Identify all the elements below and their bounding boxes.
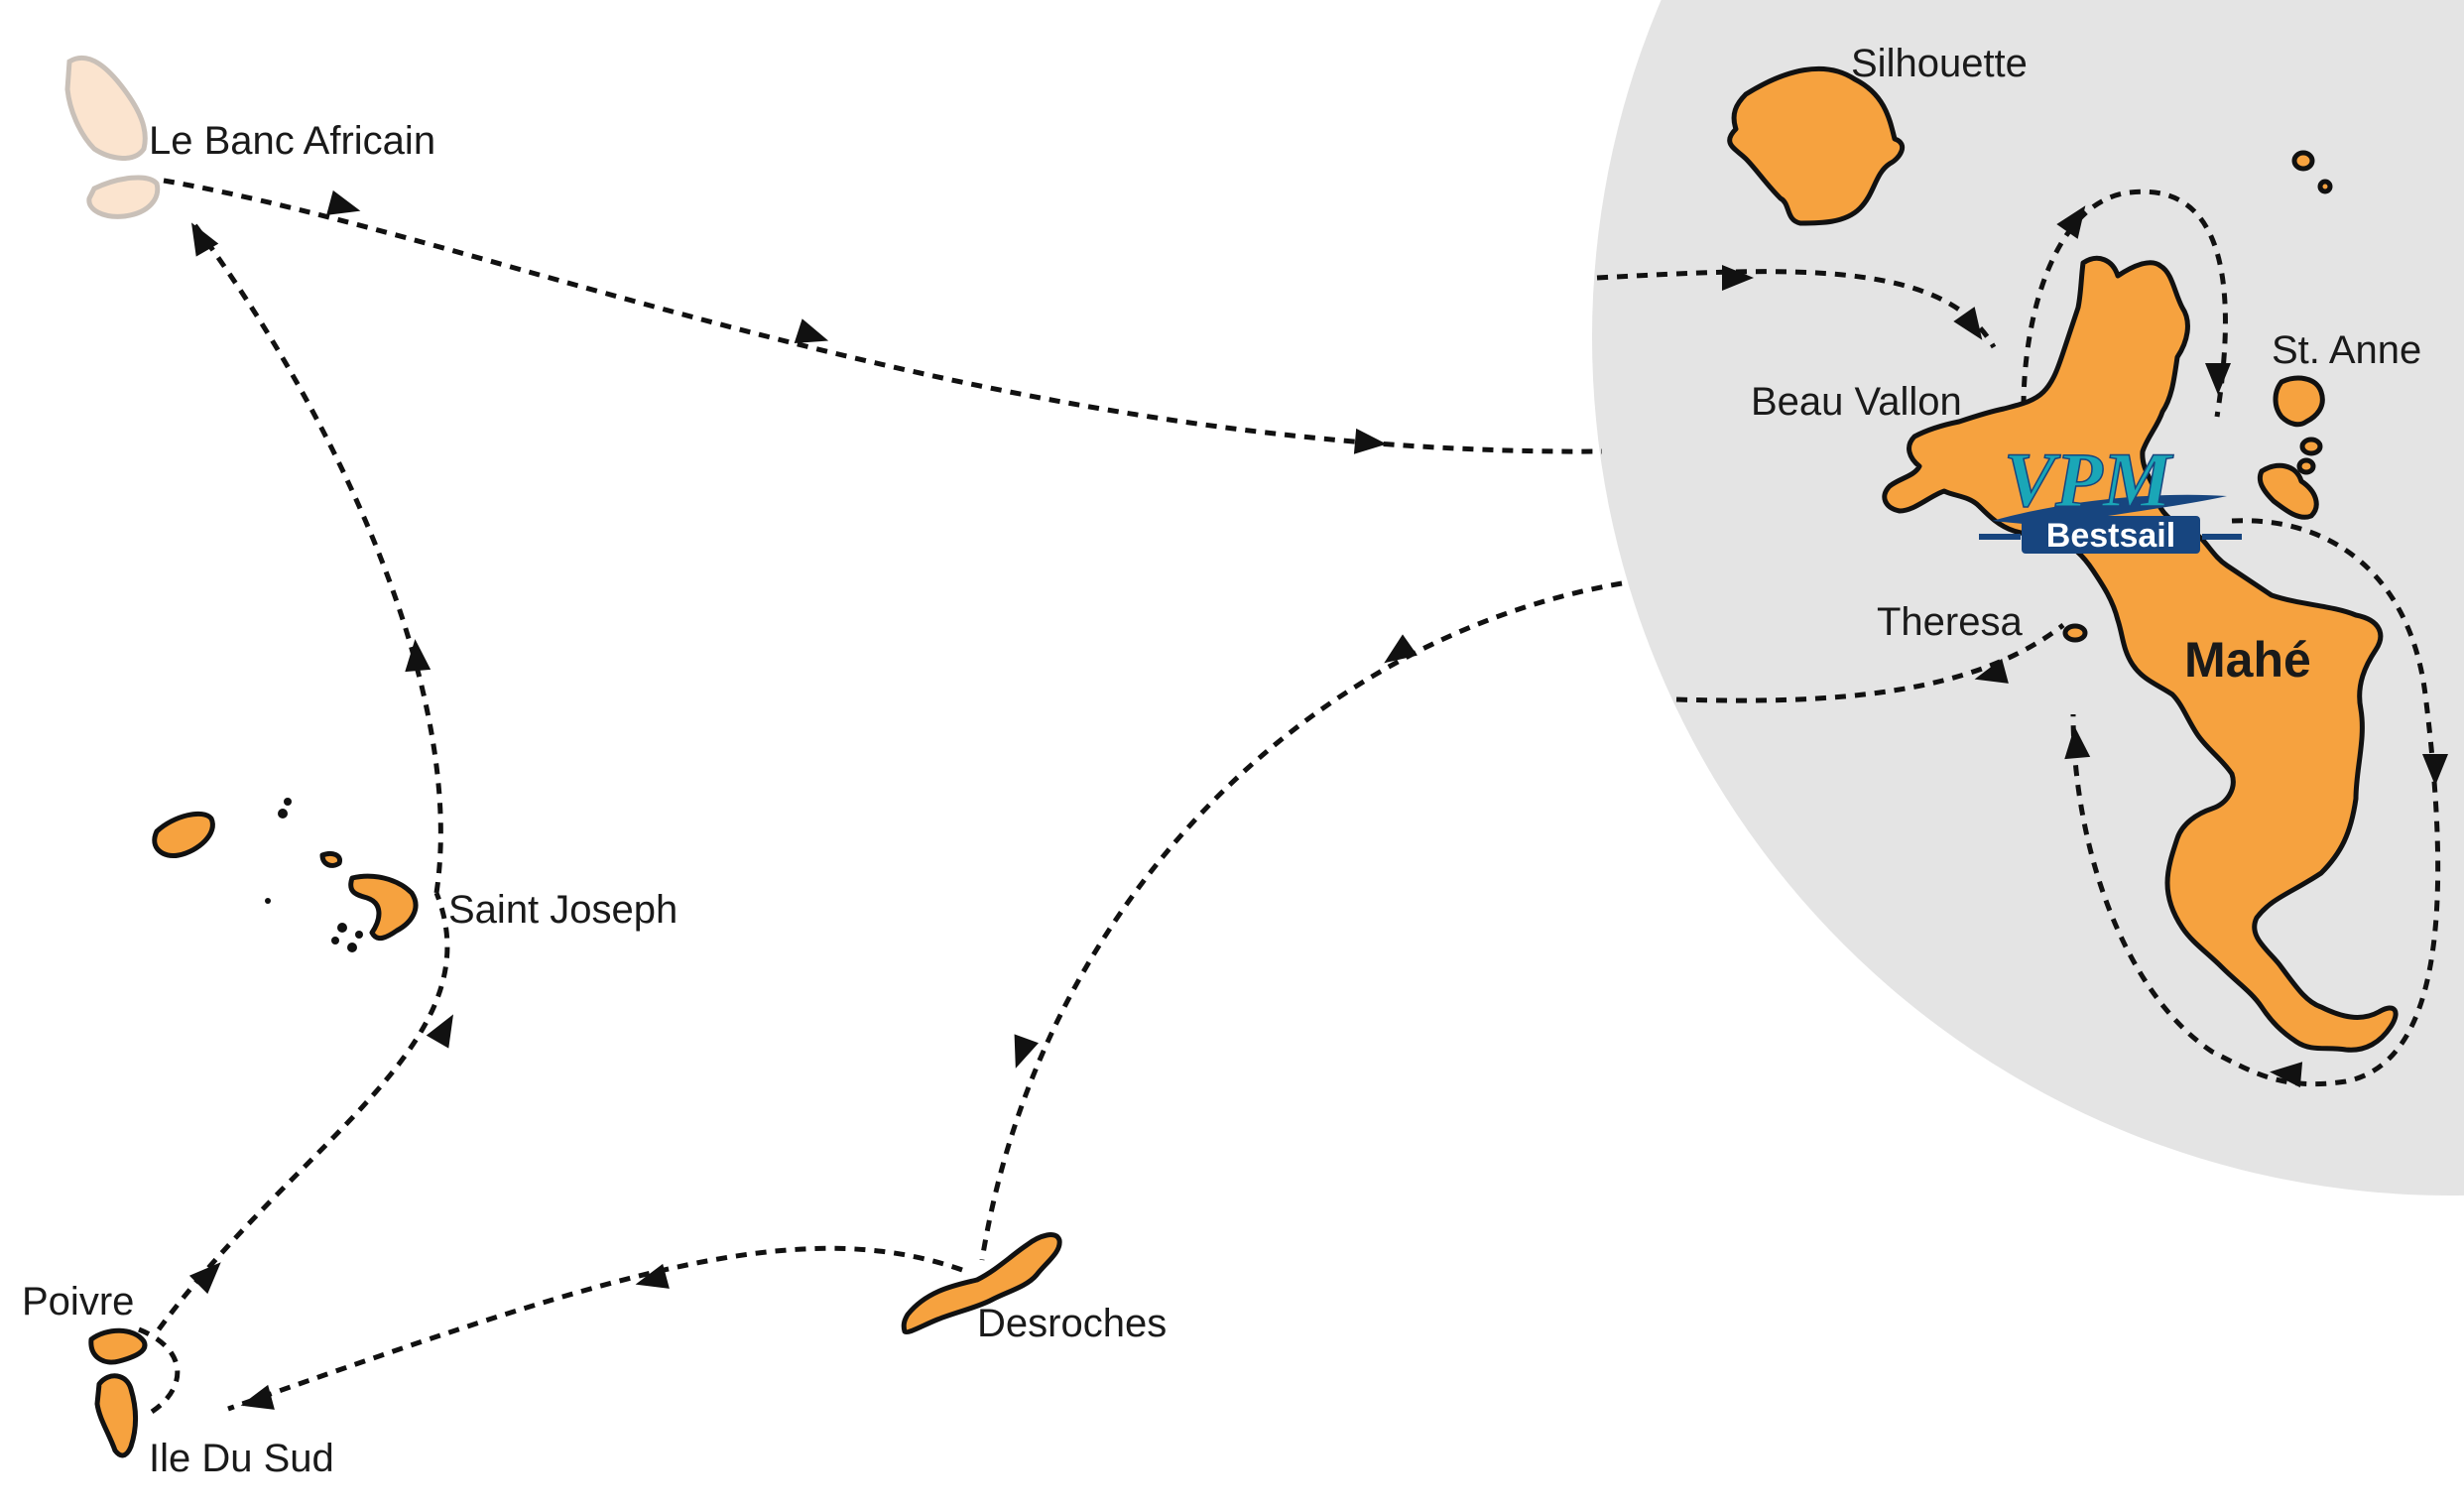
arrows — [188, 189, 2448, 1410]
logo-badge — [2022, 516, 2200, 554]
island-banc-africain-south — [86, 175, 161, 219]
route-desroches-to-iledusud — [227, 1245, 963, 1412]
labels: Le Banc Africain Silhouette St. Anne Bea… — [22, 42, 2421, 1480]
islet — [347, 943, 357, 952]
arrow-icon — [326, 189, 361, 215]
route-poivre-to-stjoseph — [156, 892, 450, 1331]
route-theresa-in — [1675, 623, 2065, 703]
arrow-icon — [1953, 307, 1983, 340]
label-st-anne: St. Anne — [2272, 328, 2421, 372]
logo-bar-right — [2202, 534, 2242, 540]
arrow-icon — [2056, 205, 2086, 239]
label-mahe: Mahé — [2184, 632, 2311, 688]
vpm-bestsail-logo: VPM Bestsail — [1979, 436, 2242, 555]
island-st-anne-south — [2257, 462, 2319, 520]
island-saint-joseph — [348, 873, 419, 942]
arrow-icon — [1974, 658, 2009, 684]
label-ile-du-sud: Ile Du Sud — [149, 1437, 334, 1480]
label-poivre: Poivre — [22, 1280, 134, 1323]
island-theresa — [2062, 623, 2088, 643]
label-theresa: Theresa — [1877, 600, 2023, 644]
label-desroches: Desroches — [977, 1302, 1167, 1345]
arrow-icon — [191, 222, 219, 257]
label-saint-joseph: Saint Joseph — [448, 888, 678, 932]
island-desroches — [901, 1232, 1062, 1335]
arrow-icon — [635, 1263, 670, 1289]
islet — [278, 809, 288, 819]
islet — [2299, 437, 2323, 456]
island-poivre — [88, 1327, 148, 1365]
islet — [2291, 150, 2315, 172]
arrow-icon — [794, 318, 829, 344]
arrow-icon — [2270, 1062, 2303, 1088]
islet — [319, 850, 342, 868]
logo-vpm-text: VPM — [2004, 437, 2174, 523]
arrow-icon — [188, 1262, 221, 1295]
route-stjoseph-to-banc — [190, 221, 443, 894]
islet — [337, 923, 347, 933]
islet — [284, 798, 292, 806]
arrow-icon — [1014, 1034, 1040, 1069]
islet — [331, 937, 339, 945]
arrow-icon — [1384, 634, 1417, 664]
island-silhouette — [1727, 65, 1906, 226]
arrow-icon — [2064, 726, 2091, 760]
route-beauvallon-to-stanne — [2021, 189, 2228, 418]
islet — [355, 931, 363, 939]
islet — [2296, 457, 2316, 475]
arrow-icon — [2205, 363, 2231, 395]
arrow-icon — [426, 1014, 453, 1049]
arrow-icon — [405, 639, 431, 673]
route-east-coast — [2070, 518, 2441, 1087]
arrow-icon — [240, 1384, 275, 1410]
island-st-anne — [2273, 375, 2325, 428]
islet — [2317, 179, 2333, 194]
logo-bar-left — [1979, 534, 2021, 540]
logo-sub-text: Bestsail — [2046, 517, 2175, 555]
island-saint-joseph-atoll-west — [152, 811, 215, 859]
label-beau-vallon: Beau Vallon — [1751, 380, 1962, 424]
islet — [265, 898, 271, 904]
arrow-icon — [1722, 265, 1754, 291]
label-silhouette: Silhouette — [1851, 42, 2028, 85]
islands — [64, 55, 2399, 1458]
route-mahe-to-desroches — [979, 580, 1623, 1261]
island-banc-africain-north — [64, 55, 148, 161]
arrow-icon — [2422, 754, 2448, 786]
route-banc-to-mahe — [163, 178, 1603, 454]
label-banc-africain: Le Banc Africain — [149, 119, 435, 163]
arrow-icon — [1353, 428, 1387, 454]
island-ile-du-sud — [94, 1373, 138, 1458]
